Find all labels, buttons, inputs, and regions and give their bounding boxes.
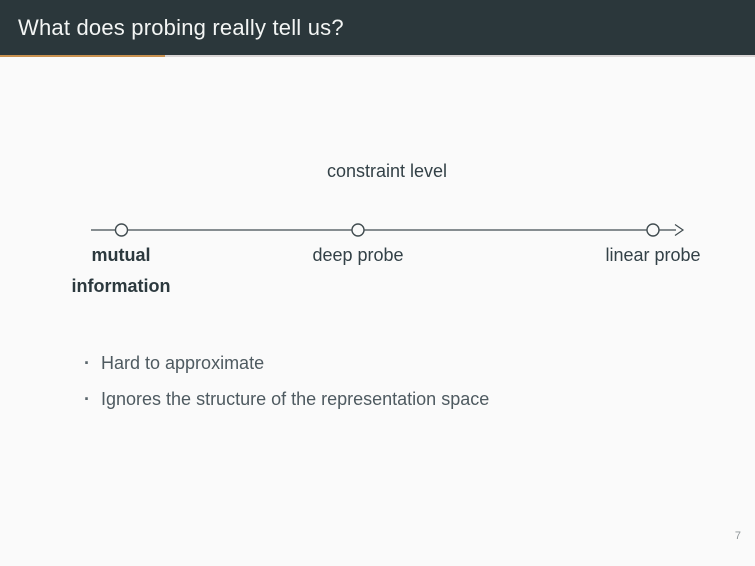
bullet-text: Ignores the structure of the representat… — [101, 389, 490, 409]
axis-point-linear-probe-circle — [646, 223, 660, 237]
header-bar: What does probing really tell us? — [0, 0, 755, 55]
progress-bar-track — [0, 55, 755, 57]
list-item: · Hard to approximate — [84, 352, 489, 374]
bullet-dot: · — [84, 389, 90, 409]
slide-title: What does probing really tell us? — [18, 14, 344, 40]
axis-arrow-icon — [674, 224, 685, 236]
progress-bar-accent — [0, 55, 165, 57]
bullet-list: · Hard to approximate · Ignores the stru… — [84, 352, 489, 424]
axis-point-mutual-information-circle — [114, 223, 129, 237]
axis-label-linear-probe: linear probe — [605, 245, 701, 265]
bullet-text: Hard to approximate — [101, 353, 265, 373]
constraint-axis-diagram — [91, 223, 685, 237]
axis-label-mutual-information: mutual information — [71, 245, 171, 296]
list-item: · Ignores the structure of the represent… — [84, 388, 489, 410]
bullet-dot: · — [84, 353, 90, 373]
axis-label-deep-probe: deep probe — [312, 245, 404, 265]
axis-point-deep-probe-circle — [351, 223, 365, 237]
constraint-axis-title: constraint level — [326, 161, 448, 181]
page-number: 7 — [734, 530, 741, 542]
